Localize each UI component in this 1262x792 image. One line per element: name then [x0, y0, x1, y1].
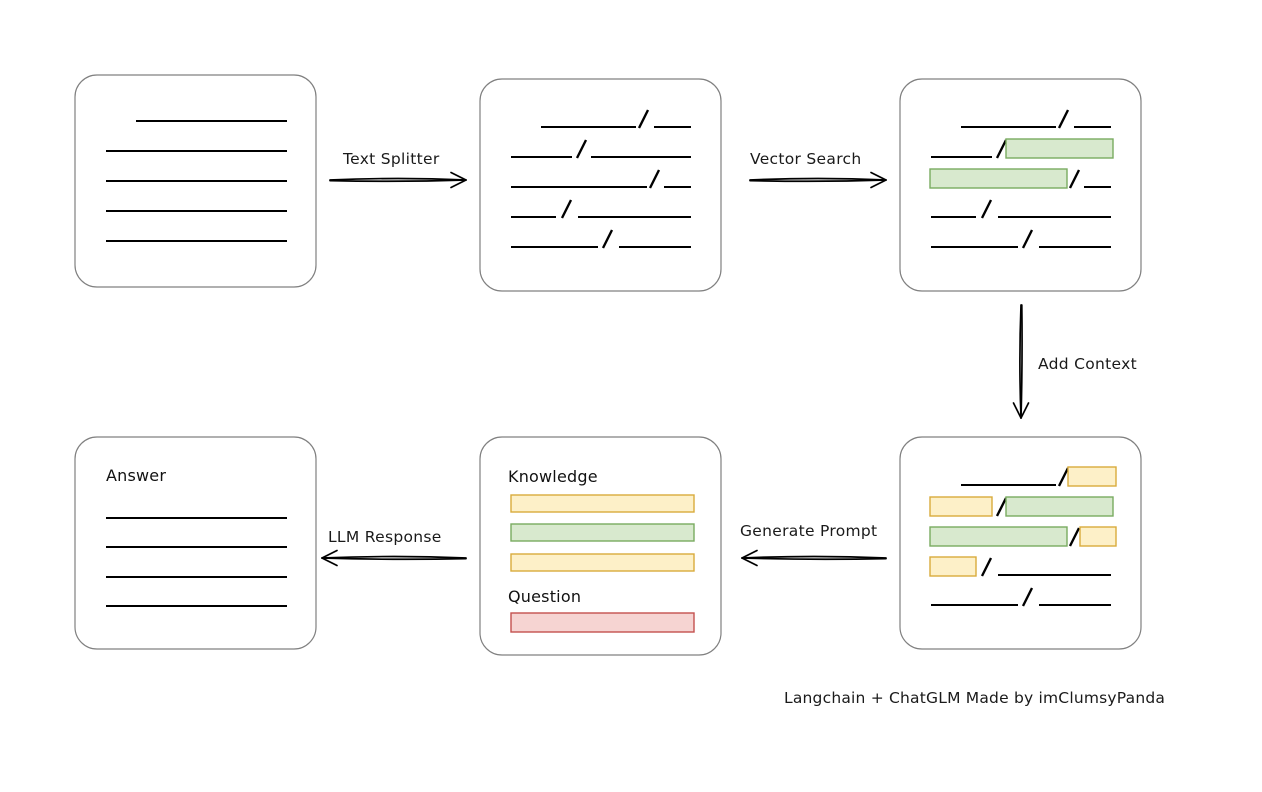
text-splitter-arrow-label: Text Splitter [342, 150, 440, 168]
doc-row-5 [931, 229, 1111, 249]
doc-row-5 [511, 229, 691, 249]
knowledge-chunk-1 [510, 494, 695, 513]
doc-row-3 [929, 168, 1111, 189]
split-document-frame[interactable] [479, 78, 722, 292]
highlight-green-chunk [929, 168, 1068, 189]
node-retrieved-document[interactable] [899, 78, 1142, 292]
answer-box-lines [106, 516, 287, 608]
node-context-document[interactable] [899, 436, 1142, 650]
answer-label: Answer [106, 466, 166, 485]
node-answer-box[interactable]: Answer [74, 436, 317, 650]
segment-separator [575, 139, 588, 159]
segment-separator [995, 139, 1008, 159]
add-context-arrow: Add Context [1012, 304, 1137, 419]
source-document-lines [106, 119, 287, 243]
segment-separator [648, 169, 661, 189]
doc-row-2 [511, 139, 691, 159]
highlight-yellow-chunk [1079, 526, 1117, 547]
segment-separator [1021, 587, 1034, 607]
arrow-head [450, 171, 467, 189]
arrow-shaft-secondary [329, 179, 467, 183]
doc-row-2 [929, 496, 1114, 517]
text-splitter-arrow: Text Splitter [329, 150, 467, 189]
highlight-yellow-chunk [929, 556, 977, 577]
add-context-arrow-label: Add Context [1038, 355, 1137, 373]
knowledge-chunk-2 [510, 523, 695, 542]
question-label: Question [508, 587, 581, 606]
arrow-shaft-secondary [321, 557, 467, 561]
arrow-head [870, 171, 887, 189]
retrieved-document-rows [929, 109, 1114, 249]
node-source-document[interactable] [74, 74, 317, 288]
segment-separator [1057, 109, 1070, 129]
node-prompt-box[interactable]: Knowledge Question [479, 436, 722, 656]
arrow-shaft-secondary [1020, 304, 1023, 419]
arrow-shaft-secondary [749, 179, 887, 183]
segment-separator [995, 497, 1008, 517]
arrow-shaft-secondary [741, 557, 887, 561]
arrow-head [741, 549, 758, 567]
prompt-box-frame[interactable] [479, 436, 722, 656]
vector-search-arrow-label: Vector Search [750, 150, 861, 168]
doc-row-5 [931, 587, 1111, 607]
node-split-document[interactable] [479, 78, 722, 292]
arrow-shaft [741, 555, 887, 559]
highlight-green-chunk [1005, 138, 1114, 159]
doc-row-4 [929, 556, 1111, 577]
doc-row-4 [931, 199, 1111, 219]
split-document-rows [511, 109, 691, 249]
segment-separator [980, 557, 993, 577]
arrow-shaft [749, 177, 887, 181]
knowledge-chunk-3 [510, 553, 695, 572]
doc-row-3 [511, 169, 691, 189]
answer-box-frame[interactable] [74, 436, 317, 650]
segment-separator [1021, 229, 1034, 249]
arrow-head [321, 549, 338, 567]
llm-response-arrow-label: LLM Response [328, 528, 442, 546]
segment-separator [1068, 169, 1081, 189]
prompt-bars [510, 494, 695, 633]
context-document-rows [929, 466, 1117, 607]
highlight-green-chunk [929, 526, 1068, 547]
doc-row-4 [511, 199, 691, 219]
arrow-head [1012, 402, 1030, 419]
arrow-shaft [321, 555, 467, 559]
segment-separator [560, 199, 573, 219]
segment-separator [637, 109, 650, 129]
segment-separator [1057, 467, 1070, 487]
arrow-shaft [329, 177, 467, 181]
highlight-yellow-chunk [1067, 466, 1117, 487]
doc-row-1 [961, 109, 1111, 129]
llm-response-arrow: LLM Response [321, 528, 467, 567]
vector-search-arrow: Vector Search [749, 150, 887, 189]
doc-row-2 [931, 138, 1114, 159]
segment-separator [601, 229, 614, 249]
highlight-yellow-chunk [929, 496, 993, 517]
highlight-green-chunk [1005, 496, 1114, 517]
question-text [510, 612, 695, 633]
doc-row-1 [541, 109, 691, 129]
generate-prompt-arrow: Generate Prompt [740, 522, 887, 567]
segment-separator [1068, 527, 1081, 547]
knowledge-label: Knowledge [508, 467, 598, 486]
segment-separator [980, 199, 993, 219]
generate-prompt-arrow-label: Generate Prompt [740, 522, 877, 540]
doc-row-3 [929, 526, 1117, 547]
doc-row-1 [961, 466, 1117, 487]
footer-credit: Langchain + ChatGLM Made by imClumsyPand… [784, 689, 1165, 707]
